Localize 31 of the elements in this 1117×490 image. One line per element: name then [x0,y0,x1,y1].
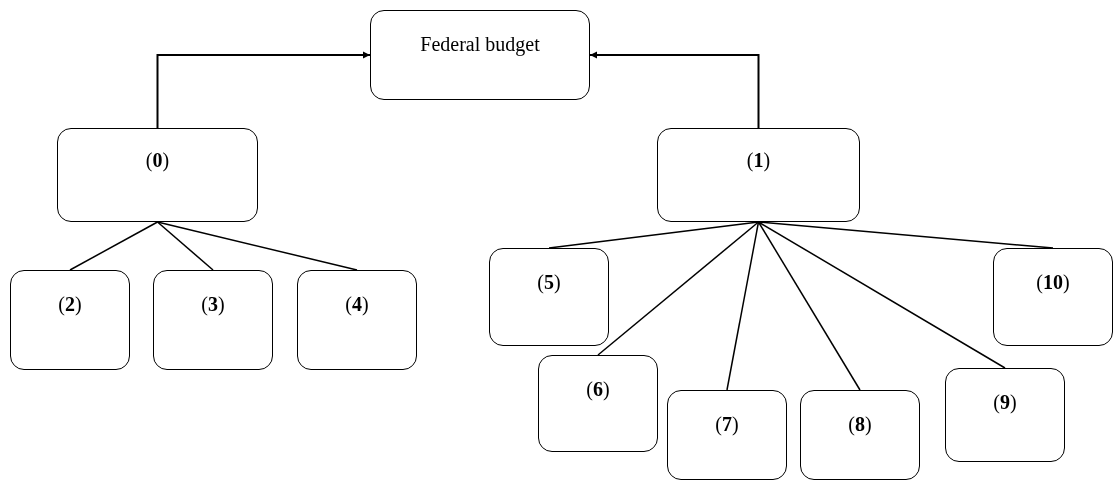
rounded-box [297,270,417,370]
arrow [589,51,760,129]
rounded-box [657,128,860,222]
rounded-box [370,10,590,100]
box-label: (6) [586,378,610,401]
box-label: (2) [58,293,82,316]
arrow [156,51,371,129]
rounded-box [153,270,273,370]
box-label: (3) [201,293,225,316]
rounded-box [993,248,1113,346]
box-label: (10) [1036,271,1070,294]
box-label: Federal budget [420,33,540,56]
connector-line [156,221,214,271]
box-label: (0) [145,149,170,172]
connector-line [757,221,861,391]
box-label: (8) [848,413,872,436]
rounded-box [489,248,609,346]
rounded-box [945,368,1065,462]
rounded-box [800,390,920,480]
connector-line [726,221,760,391]
box-label: (1) [746,149,771,172]
box-label: (7) [715,413,739,436]
connector-line [757,221,1006,369]
connector-line [69,221,159,271]
box-label: (5) [537,271,561,294]
rounded-box [667,390,787,480]
box-label: (4) [345,293,369,316]
rounded-box [538,355,658,452]
rounded-box [10,270,130,370]
box-label: (9) [993,391,1017,414]
rounded-box [57,128,258,222]
